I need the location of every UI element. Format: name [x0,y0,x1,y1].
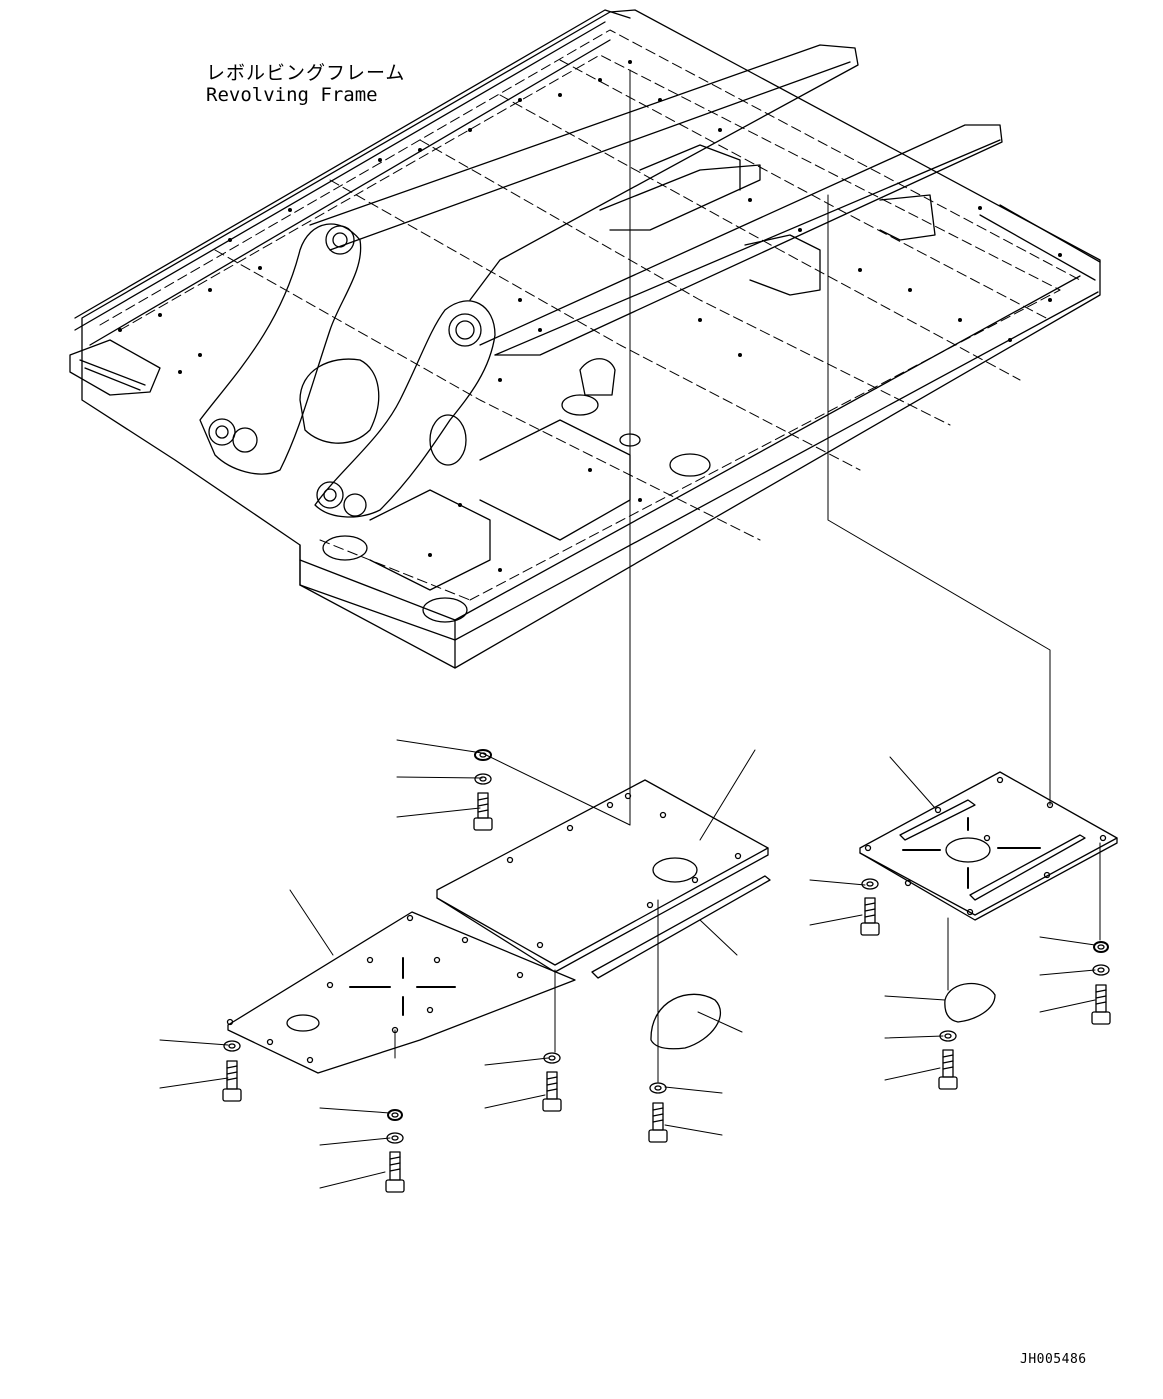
bolt-4 [939,1050,957,1089]
bolt-5 [223,1061,241,1101]
lower-covers [160,70,1117,1188]
washer-3 [1093,965,1109,975]
washer-7 [544,1053,560,1063]
washer-8 [650,1083,666,1093]
washer-5 [224,1041,240,1051]
bolt-2 [861,898,879,935]
frame-deck-outline [82,10,1100,668]
bolt-1 [474,793,492,830]
frame-label-japanese: レボルビングフレーム [206,62,406,84]
bolt-8 [649,1103,667,1142]
washer-4 [940,1031,956,1041]
inspection-cover-right [945,984,995,1022]
seal-strip [592,876,770,978]
inspection-cover-center [651,994,720,1048]
center-cover-plate [437,780,768,965]
washer-1 [475,774,491,784]
bolt-6 [386,1152,404,1192]
bolt-3 [1092,985,1110,1024]
frame-bottom-edge [300,292,1098,640]
right-cover-plate [860,772,1117,915]
boom-bracket-right [315,301,495,517]
left-cover-plate [228,912,575,1073]
revolving-frame [70,10,1100,668]
bolt-7 [543,1072,561,1111]
boom-bracket-left [200,224,361,474]
upper-beam-1 [310,45,858,300]
upper-beam-2 [480,125,1002,355]
frame-label-english: Revolving Frame [206,84,378,106]
nut-3 [1094,942,1108,952]
side-step [70,340,160,395]
fasteners [223,750,1110,1192]
washer-6 [387,1133,403,1143]
drawing-number: JH005486 [1020,1352,1087,1367]
frame-bottom-edge-2 [300,276,1080,620]
nut-1 [475,750,491,760]
washer-2 [862,879,878,889]
nut-6 [388,1110,402,1120]
